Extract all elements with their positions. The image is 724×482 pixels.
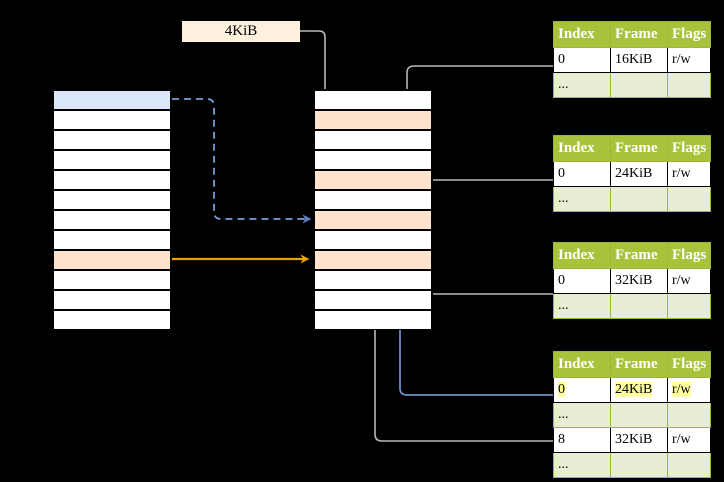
virtual-page-row-7 xyxy=(53,230,171,250)
cell-flags: r/w xyxy=(666,377,712,403)
cell-frame xyxy=(610,186,668,212)
cell-flags: r/w xyxy=(666,268,712,294)
cell-index: ... xyxy=(553,402,611,428)
virtual-page-row-0 xyxy=(53,90,171,110)
physical-frame-row-7 xyxy=(314,230,432,250)
cell-flags xyxy=(666,293,712,319)
virtual-page-row-4 xyxy=(53,170,171,190)
page-size-text: 4KiB xyxy=(224,23,258,39)
physical-frame-row-5 xyxy=(314,190,432,210)
column-header-index: Index xyxy=(553,351,611,378)
cell-index: ... xyxy=(553,72,611,98)
cell-flags: r/w xyxy=(666,47,712,73)
physical-frame-row-2 xyxy=(314,130,432,150)
cell-frame: 24KiB xyxy=(610,377,668,403)
cell-flags xyxy=(666,72,712,98)
column-header-frame: Frame xyxy=(610,135,668,162)
virtual-page-row-6 xyxy=(53,210,171,230)
table-row: ... xyxy=(553,186,712,212)
column-header-frame: Frame xyxy=(610,351,668,378)
connector-table2-to-frame8 xyxy=(416,264,553,295)
virtual-address-space xyxy=(52,89,172,330)
physical-frame-row-0 xyxy=(314,90,432,110)
highlighted-value: 0 xyxy=(558,382,565,397)
column-header-flags: Flags xyxy=(666,351,712,378)
physical-memory xyxy=(313,89,433,330)
column-header-index: Index xyxy=(553,135,611,162)
column-header-flags: Flags xyxy=(666,21,712,48)
cell-index: ... xyxy=(553,452,611,478)
cell-frame xyxy=(610,293,668,319)
cell-index: 0 xyxy=(553,268,611,294)
cell-flags xyxy=(666,186,712,212)
virtual-page-row-9 xyxy=(53,270,171,290)
cell-flags: r/w xyxy=(666,427,712,453)
highlighted-value: 24KiB xyxy=(615,382,653,397)
cell-frame xyxy=(610,72,668,98)
physical-frame-row-4 xyxy=(314,170,432,190)
connector-virtual-page0-to-frame6 xyxy=(172,98,312,224)
column-header-frame: Frame xyxy=(610,242,668,269)
physical-frame-row-8 xyxy=(314,250,432,270)
page-size-label: 4KiB xyxy=(182,21,300,42)
physical-frame-row-11 xyxy=(314,310,432,330)
cell-index: ... xyxy=(553,186,611,212)
column-header-flags: Flags xyxy=(666,135,712,162)
column-header-frame: Frame xyxy=(610,21,668,48)
cell-flags xyxy=(666,402,712,428)
cell-flags: r/w xyxy=(666,161,712,187)
cell-index: 0 xyxy=(553,47,611,73)
virtual-page-row-2 xyxy=(53,130,171,150)
column-header-flags: Flags xyxy=(666,242,712,269)
column-header-index: Index xyxy=(553,242,611,269)
column-header-index: Index xyxy=(553,21,611,48)
cell-frame: 16KiB xyxy=(610,47,668,73)
cell-frame: 32KiB xyxy=(610,427,668,453)
cell-frame: 32KiB xyxy=(610,268,668,294)
table-row: ... xyxy=(553,452,712,478)
table-row: 0 24KiB r/w xyxy=(553,377,712,403)
cell-frame: 24KiB xyxy=(610,161,668,187)
cell-index: 0 xyxy=(553,377,611,403)
cell-index: 0 xyxy=(553,161,611,187)
table-row: ... xyxy=(553,72,712,98)
connector-table1-to-frame6 xyxy=(416,179,553,216)
virtual-page-row-5 xyxy=(53,190,171,210)
physical-frame-row-9 xyxy=(314,270,432,290)
cell-index: ... xyxy=(553,293,611,319)
virtual-page-row-10 xyxy=(53,290,171,310)
virtual-page-row-1 xyxy=(53,110,171,130)
cell-flags xyxy=(666,452,712,478)
virtual-page-row-11 xyxy=(53,310,171,330)
virtual-page-row-8 xyxy=(53,250,171,270)
table-row: ... xyxy=(553,402,712,428)
cell-frame xyxy=(610,452,668,478)
virtual-page-row-3 xyxy=(53,150,171,170)
cell-frame xyxy=(610,402,668,428)
physical-frame-row-3 xyxy=(314,150,432,170)
physical-frame-row-10 xyxy=(314,290,432,310)
physical-frame-row-1 xyxy=(314,110,432,130)
physical-frame-row-6 xyxy=(314,210,432,230)
highlighted-value: r/w xyxy=(672,382,691,397)
cell-index: 8 xyxy=(553,427,611,453)
table-row: ... xyxy=(553,293,712,319)
